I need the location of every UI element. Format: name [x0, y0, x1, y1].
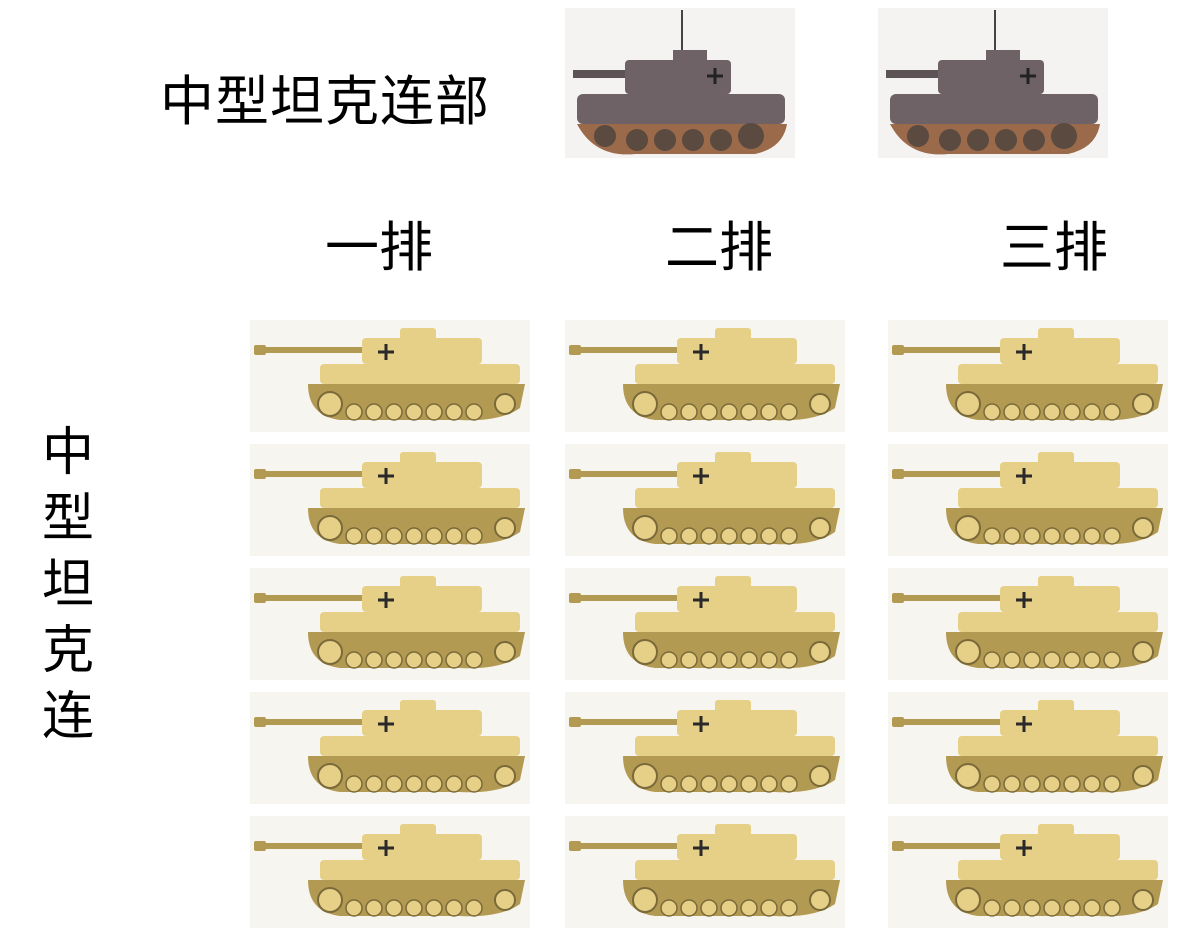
- platoon-label-3: 三排: [1000, 216, 1108, 279]
- hq-tank-1: [565, 8, 795, 158]
- platoon-2-tank-4: [565, 692, 845, 804]
- platoon-label-2: 二排: [665, 216, 773, 279]
- platoon-label-1: 一排: [325, 216, 433, 279]
- platoon-3-tank-2: [888, 444, 1168, 556]
- company-label-char: 克: [41, 621, 94, 681]
- platoon-1-tank-3: [250, 568, 530, 680]
- company-label: 中 型 坦 克 连: [36, 420, 100, 750]
- hq-tank-2: [878, 8, 1108, 158]
- company-label-char: 型: [41, 489, 94, 549]
- hq-title: 中型坦克连部: [160, 70, 490, 133]
- platoon-1-tank-5: [250, 816, 530, 928]
- platoon-2-tank-3: [565, 568, 845, 680]
- platoon-1-tank-1: [250, 320, 530, 432]
- platoon-2-tank-1: [565, 320, 845, 432]
- platoon-1-tank-4: [250, 692, 530, 804]
- platoon-3-tank-4: [888, 692, 1168, 804]
- platoon-3-tank-1: [888, 320, 1168, 432]
- company-label-char: 连: [41, 687, 94, 747]
- platoon-3-tank-3: [888, 568, 1168, 680]
- company-label-char: 中: [41, 423, 94, 483]
- platoon-3-tank-5: [888, 816, 1168, 928]
- company-label-char: 坦: [41, 555, 94, 615]
- platoon-2-tank-5: [565, 816, 845, 928]
- platoon-1-tank-2: [250, 444, 530, 556]
- platoon-2-tank-2: [565, 444, 845, 556]
